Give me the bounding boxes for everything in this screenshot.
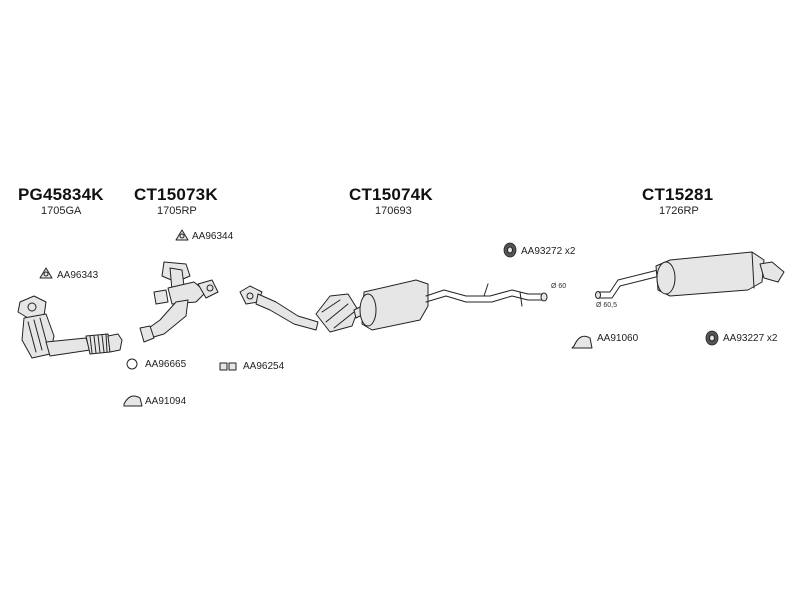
clamp-aa91060-icon (571, 335, 593, 349)
part-label-aa96665: AA96665 (145, 359, 187, 370)
part-label-aa91060: AA91060 (597, 333, 639, 344)
intermediate-downpipe (139, 261, 219, 343)
part-label-aa91094: AA91094 (145, 396, 187, 407)
front-catalyst-downpipe (17, 295, 123, 359)
assembly-code-3: CT15074K (349, 185, 433, 204)
part-label-aa96254: AA96254 (243, 361, 285, 372)
ring-aa96665-icon (126, 358, 138, 370)
mount-aa93227-icon (705, 330, 719, 346)
assembly-ref-3: 170693 (375, 205, 412, 217)
assembly-ref-2: 1705RP (157, 205, 197, 217)
gasket-aa96344-icon (175, 229, 189, 241)
rear-silencer (595, 251, 785, 299)
part-label-aa93227: AA93227 x2 (723, 333, 778, 344)
mount-aa93272-icon (503, 242, 517, 258)
assembly-code-4: CT15281 (642, 185, 714, 204)
dimension-d60: Ø 60 (551, 283, 567, 290)
assembly-ref-1: 1705GA (41, 205, 82, 217)
part-label-aa96343: AA96343 (57, 270, 99, 281)
centre-pipe-catalyst-silencer (239, 279, 548, 333)
assembly-code-1: PG45834K (18, 185, 104, 204)
clamp-aa91094-icon (123, 395, 143, 407)
gasket-aa96343-icon (39, 267, 53, 279)
dimension-d605: Ø 60,5 (596, 302, 618, 309)
assembly-code-2: CT15073K (134, 185, 218, 204)
part-label-aa93272: AA93272 x2 (521, 246, 576, 257)
gasket-aa96254-icon (219, 362, 237, 371)
assembly-ref-4: 1726RP (659, 205, 699, 217)
part-label-aa96344: AA96344 (192, 231, 234, 242)
